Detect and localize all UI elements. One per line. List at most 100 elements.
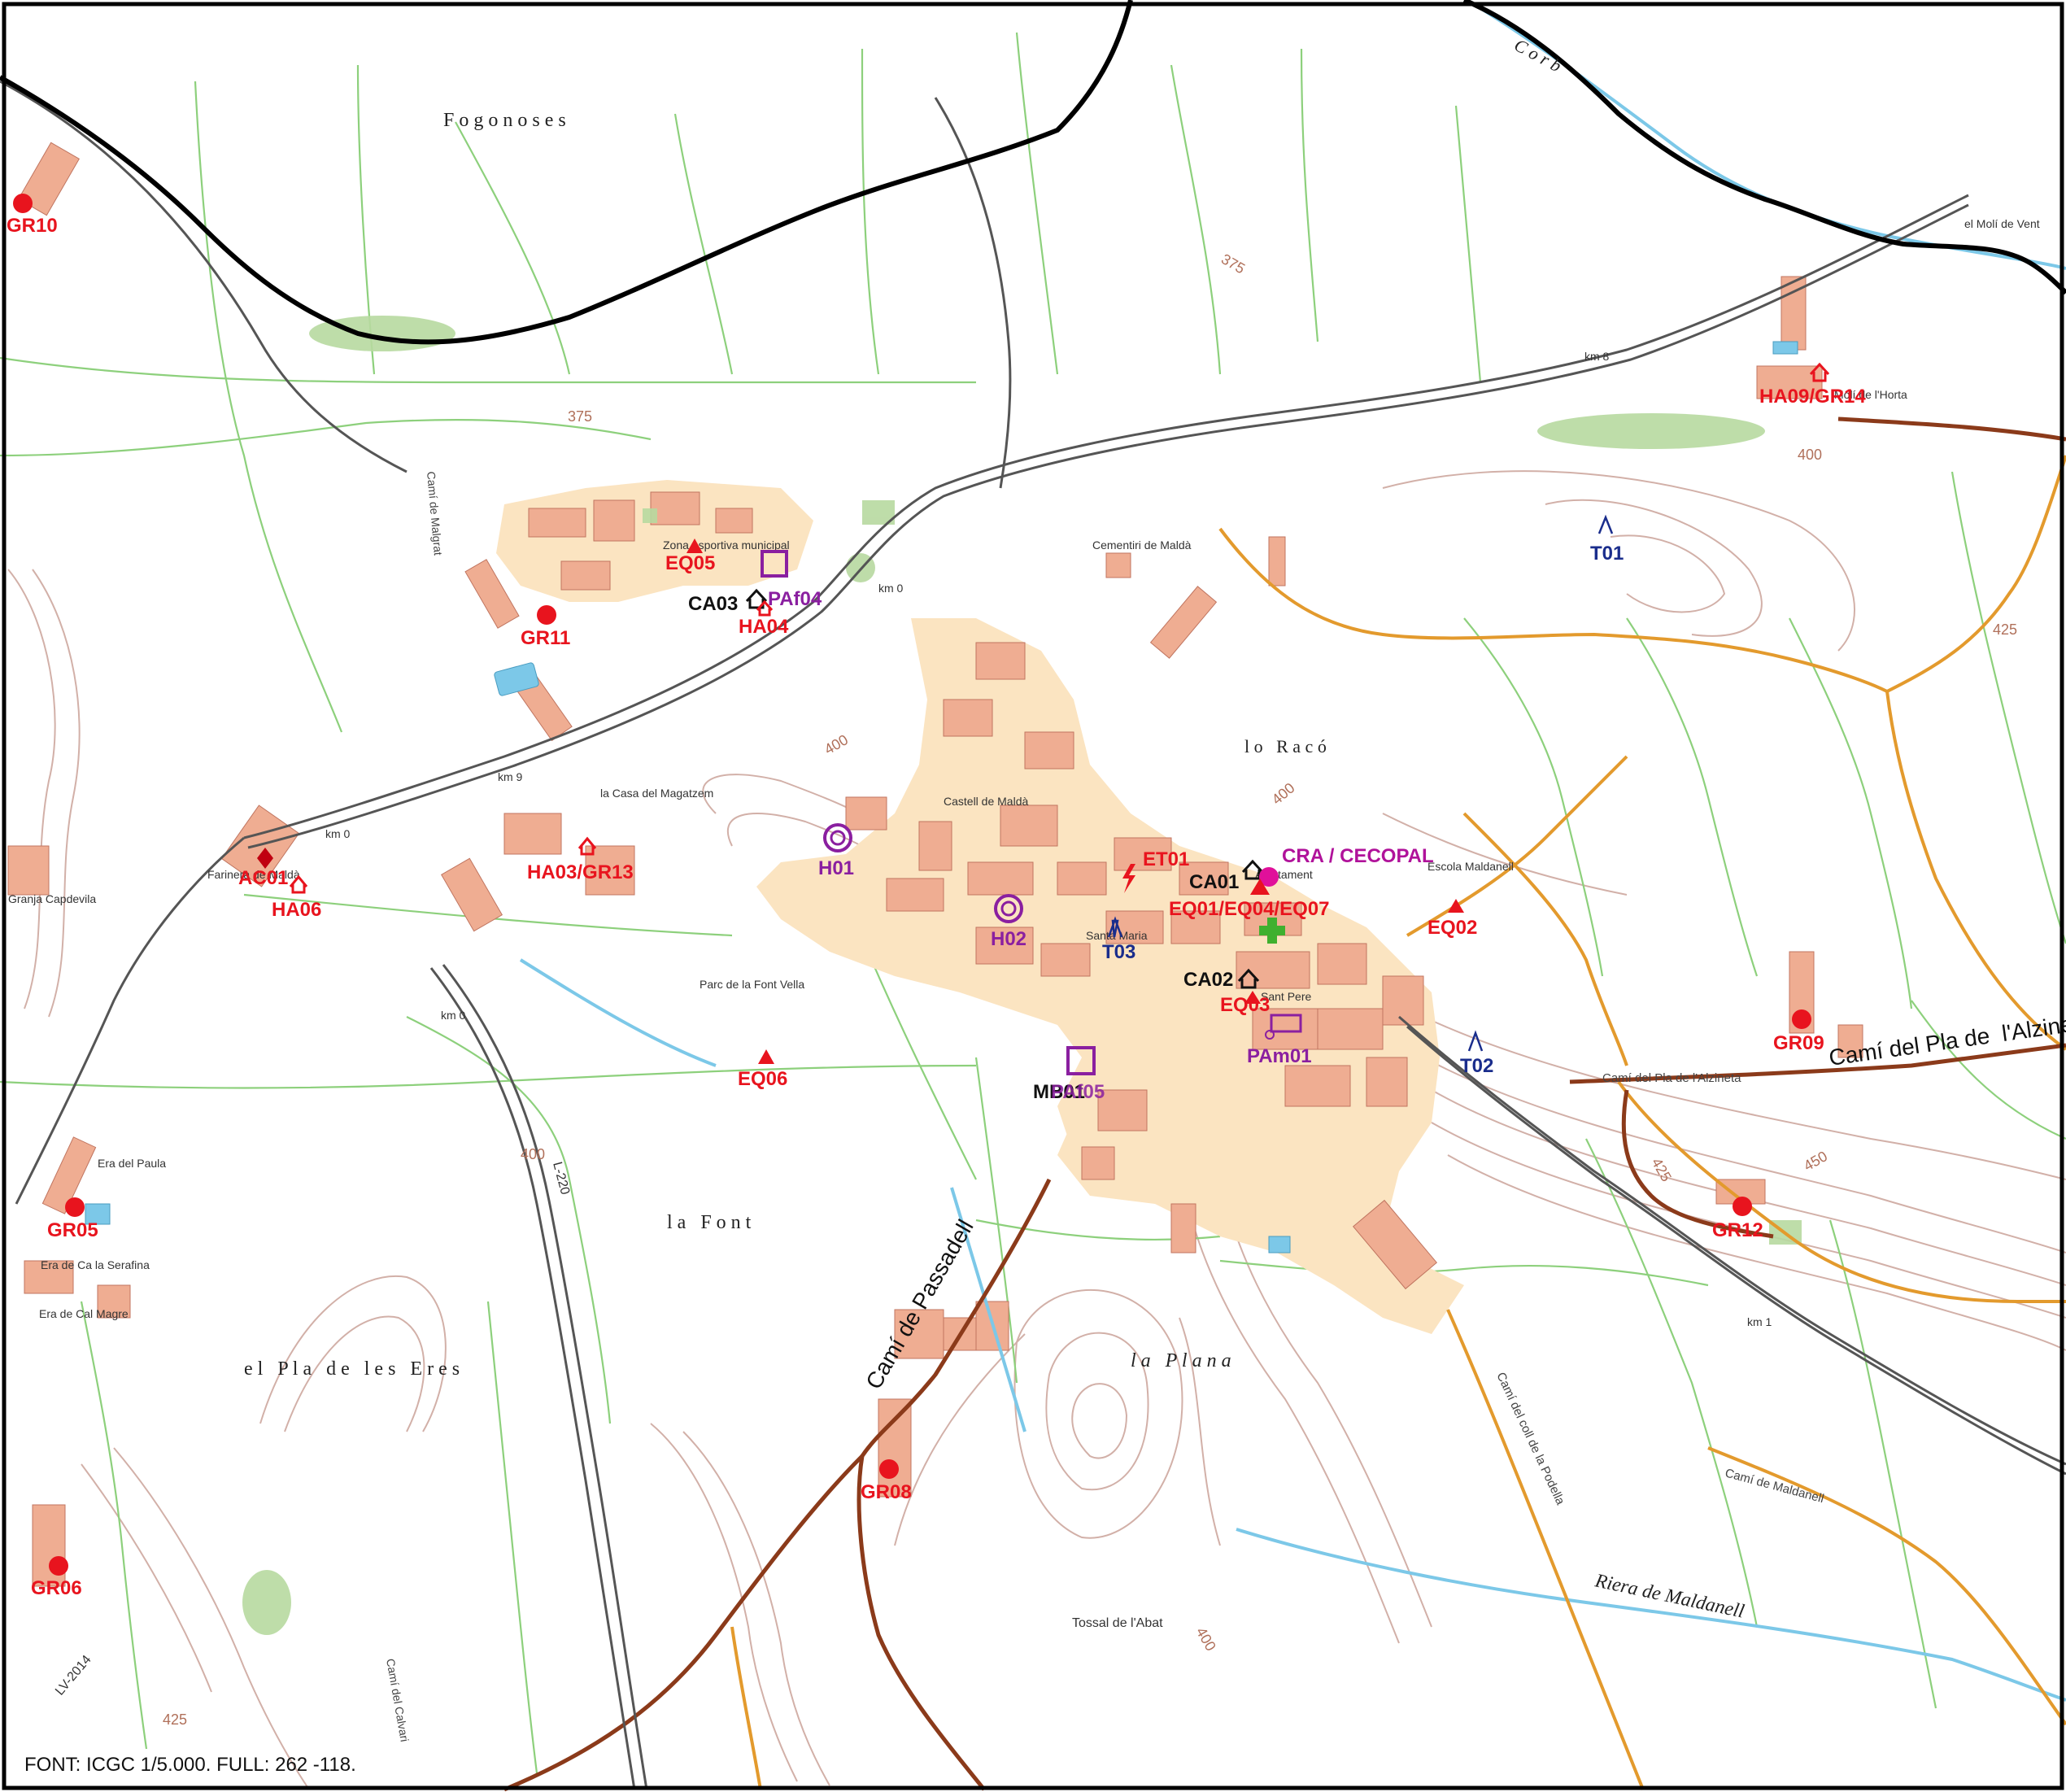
place-la-font: l a F o n t <box>667 1212 752 1233</box>
risk-point-marker[interactable] <box>13 194 33 213</box>
contour-lines <box>7 470 2066 1790</box>
label-zona-esportiva: Zona esportiva municipal <box>663 538 790 552</box>
marker-label-cra: CRA / CECOPAL <box>1282 845 1434 867</box>
antenna-icon[interactable] <box>1467 1030 1484 1052</box>
label-km: km 0 <box>325 827 351 840</box>
house-icon[interactable] <box>289 874 308 894</box>
marker-label-gr11: GR11 <box>521 627 570 649</box>
marker-label-gr10: GR10 <box>7 215 58 237</box>
label-cementiri: Cementiri de Maldà <box>1092 538 1192 552</box>
label-parc-font-vella: Parc de la Font Vella <box>700 978 804 991</box>
marker-label-ca01: CA01 <box>1189 871 1239 893</box>
label-castell: Castell de Maldà <box>944 795 1028 808</box>
contour-label: 425 <box>163 1711 187 1728</box>
main-roads <box>503 416 2066 1792</box>
paved-roads <box>0 80 2066 1790</box>
marker-label-eq03: EQ03 <box>1220 994 1270 1016</box>
label-granja: Granja Capdevila <box>8 892 96 905</box>
triangle-icon[interactable] <box>686 538 703 553</box>
marker-label-et01: ET01 <box>1143 848 1189 870</box>
antenna-icon[interactable] <box>1107 916 1123 938</box>
label-era-serafina: Era de Ca la Serafina <box>41 1258 150 1271</box>
health-cross-icon[interactable] <box>1259 918 1285 944</box>
contour-label: 400 <box>1798 447 1822 463</box>
rectangle-icon[interactable] <box>1270 1014 1302 1033</box>
marker-label-eq01-eq04-eq07: EQ01/EQ04/EQ07 <box>1169 898 1329 920</box>
marker-label-gr12: GR12 <box>1712 1219 1763 1241</box>
label-era-magre: Era de Cal Magre <box>39 1307 129 1320</box>
triangle-icon[interactable] <box>758 1049 774 1064</box>
marker-label-eq05: EQ05 <box>665 552 715 574</box>
marker-label-paf04: PAf04 <box>768 588 822 610</box>
label-km: km 0 <box>441 1009 466 1022</box>
place-fogonoses: F o g o n o s e s <box>443 110 566 131</box>
label-km: km 8 <box>1584 350 1610 363</box>
risk-point-marker[interactable] <box>49 1556 68 1576</box>
triangle-icon[interactable] <box>1448 899 1464 913</box>
marker-label-ac01: AC01 <box>238 867 288 889</box>
tracks <box>730 455 2066 1790</box>
municipal-boundary <box>0 0 2066 345</box>
marker-label-gr08: GR08 <box>861 1481 912 1503</box>
risk-point-marker[interactable] <box>879 1459 899 1479</box>
dot-icon <box>1265 1030 1275 1040</box>
risk-point-marker[interactable] <box>1733 1197 1752 1216</box>
marker-label-t03: T03 <box>1102 941 1135 963</box>
risk-point-marker[interactable] <box>1792 1009 1811 1029</box>
square-icon[interactable] <box>1066 1046 1096 1075</box>
marker-label-paf05: PAf05 <box>1051 1081 1105 1103</box>
marker-label-gr05: GR05 <box>47 1219 98 1241</box>
label-santa-maria: Santa Maria <box>1086 929 1148 942</box>
triangle-icon[interactable] <box>1244 991 1261 1004</box>
control-center-marker[interactable] <box>1259 867 1279 887</box>
lightning-icon[interactable] <box>1122 864 1135 893</box>
water-features <box>85 341 1798 1254</box>
marker-label-gr06: GR06 <box>31 1577 82 1599</box>
risk-point-marker[interactable] <box>537 605 556 625</box>
label-km: km 9 <box>498 770 523 783</box>
place-la-plana: l a P l a n a <box>1131 1350 1231 1371</box>
house-icon[interactable] <box>756 600 774 617</box>
antenna-icon[interactable] <box>1597 514 1614 534</box>
square-icon[interactable] <box>761 550 788 578</box>
label-km: km 1 <box>1747 1315 1772 1328</box>
marker-label-eq02: EQ02 <box>1427 917 1477 939</box>
house-icon[interactable] <box>578 836 597 856</box>
marker-label-mb01: MB01 <box>1033 1081 1085 1103</box>
marker-label-ha03-gr13: HA03/GR13 <box>527 861 634 883</box>
target-icon[interactable] <box>823 823 852 852</box>
contour-label: 425 <box>1993 621 2017 638</box>
marker-label-ca02: CA02 <box>1183 969 1233 991</box>
label-sant-pere: Sant Pere <box>1261 990 1311 1003</box>
contour-label: 400 <box>521 1146 545 1162</box>
marker-label-pam01: PAm01 <box>1247 1045 1312 1067</box>
label-escola: Escola Maldanell <box>1427 860 1514 873</box>
label-moli-vent: el Molí de Vent <box>1964 217 2040 230</box>
road-name-alzineta-small: Camí del Pla de l'Alzineta <box>1602 1071 1741 1085</box>
marker-label-t02: T02 <box>1460 1055 1493 1077</box>
label-moli-horta: Molí de l'Horta <box>1834 388 1907 401</box>
place-pla-eres: e l P l a d e l e s E r e s <box>244 1358 460 1380</box>
marker-label-h01: H01 <box>818 857 854 879</box>
marker-label-ha09-gr14: HA09/GR14 <box>1759 386 1866 408</box>
place-lo-raco: l o R a c ó <box>1244 736 1327 756</box>
place-names: F o g o n o s e s l o R a c ó l a F o n … <box>244 34 1746 1622</box>
marker-label-h02: H02 <box>991 928 1026 950</box>
marker-label-ha04: HA04 <box>739 616 789 638</box>
marker-label-gr09: GR09 <box>1773 1032 1824 1054</box>
triangle-icon[interactable] <box>1250 879 1270 895</box>
markers: GR10 GR11 GR05 GR06 GR08 GR09 GR12 HA09/… <box>7 194 1866 1599</box>
house-icon[interactable] <box>1241 859 1264 880</box>
label-farinera: Farinera de Maldà <box>207 868 300 881</box>
contour-label: 375 <box>568 408 592 425</box>
house-icon[interactable] <box>1809 362 1830 382</box>
marker-label-eq06: EQ06 <box>738 1068 787 1090</box>
house-icon[interactable] <box>1237 968 1260 989</box>
target-icon[interactable] <box>994 894 1023 923</box>
diamond-icon[interactable] <box>257 848 273 869</box>
risk-point-marker[interactable] <box>65 1197 85 1217</box>
marker-label-t01: T01 <box>1590 543 1624 565</box>
